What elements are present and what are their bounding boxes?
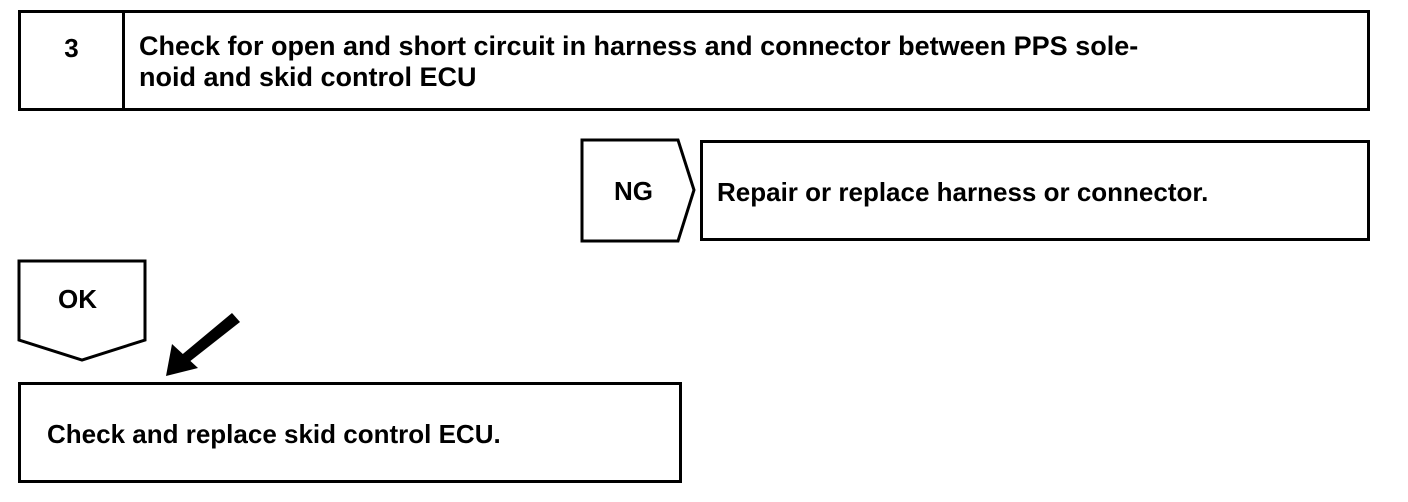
- ok-action-text: Check and replace skid control ECU.: [47, 419, 501, 449]
- step-instruction: Check for open and short circuit in harn…: [139, 31, 1139, 92]
- step-box: 3 Check for open and short circuit in ha…: [18, 10, 1370, 111]
- ng-tag-shape: [580, 138, 696, 243]
- arrow-icon: [166, 313, 240, 376]
- ng-label: NG: [614, 176, 653, 206]
- ng-action-box: Repair or replace harness or connector.: [700, 140, 1370, 241]
- ok-action-box: Check and replace skid control ECU.: [18, 382, 682, 483]
- ok-tag-shape: [17, 259, 147, 362]
- ng-action-text: Repair or replace harness or connector.: [717, 177, 1209, 207]
- step-number: 3: [21, 13, 125, 108]
- ok-label: OK: [58, 284, 97, 314]
